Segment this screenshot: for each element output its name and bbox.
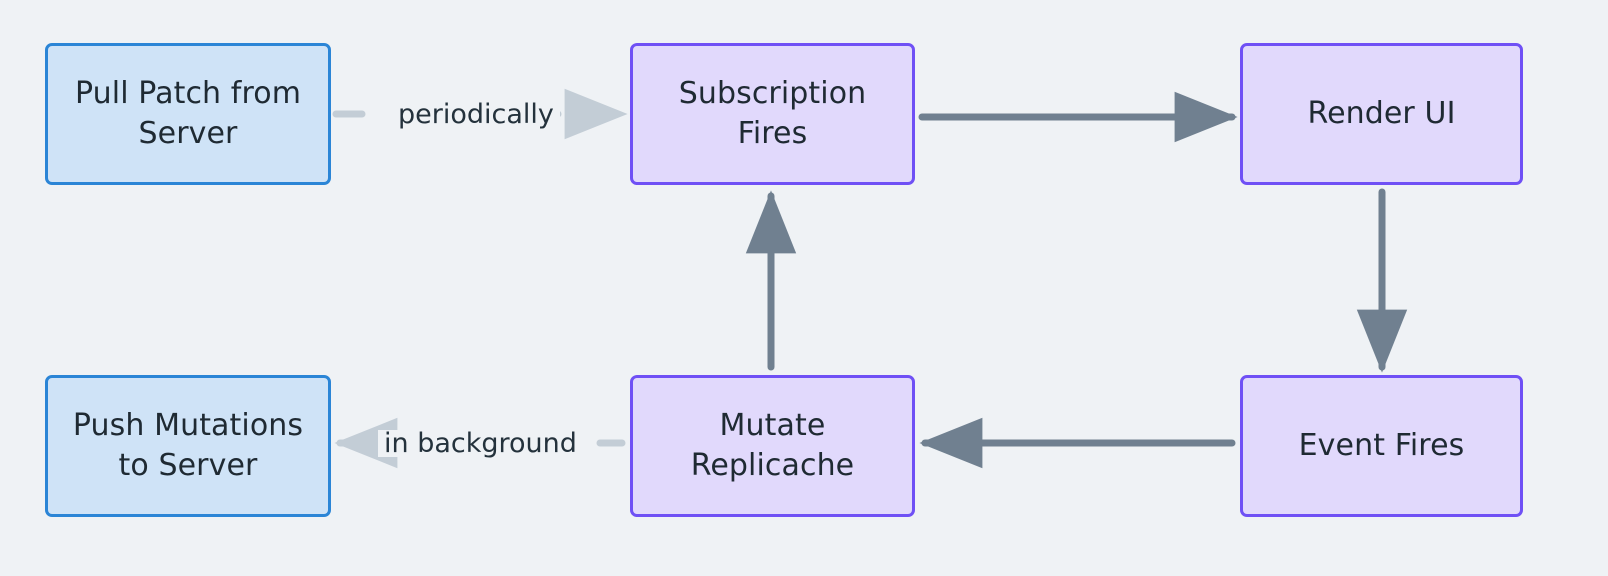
node-subscription-fires[interactable]: Subscription Fires [630, 43, 915, 185]
node-label: Render UI [1307, 95, 1456, 131]
node-label: Mutate Replicache [690, 407, 855, 483]
node-push-mutations-to-server[interactable]: Push Mutations to Server [45, 375, 331, 517]
node-label: Pull Patch from Server [74, 75, 302, 151]
node-pull-patch-from-server[interactable]: Pull Patch from Server [45, 43, 331, 185]
node-label: Push Mutations to Server [72, 407, 304, 483]
node-mutate-replicache[interactable]: Mutate Replicache [630, 375, 915, 517]
edge-label-periodically: periodically [392, 101, 560, 128]
edge-label-in-background: in background [378, 430, 583, 457]
node-event-fires[interactable]: Event Fires [1240, 375, 1523, 517]
node-label: Subscription Fires [678, 75, 867, 151]
node-label: Event Fires [1298, 427, 1465, 463]
node-render-ui[interactable]: Render UI [1240, 43, 1523, 185]
